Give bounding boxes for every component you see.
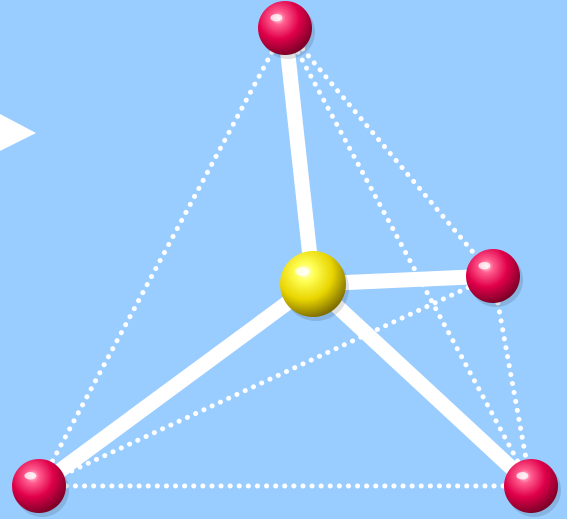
atoms	[12, 1, 561, 517]
bond-center-bottom-left	[34, 277, 318, 493]
central-atom	[280, 251, 349, 321]
triangle-pointer-icon	[0, 114, 36, 151]
tetrahedron-edges	[36, 25, 534, 489]
bond-center-top	[277, 27, 321, 285]
tetrahedron-edge-top-bottom-left	[36, 25, 288, 489]
tetrahedron-edge-top-right	[282, 25, 496, 279]
bond-center-bottom-right	[307, 278, 537, 492]
tetrahedron-edge-right-bottom-right	[490, 273, 534, 489]
tetrahedron-edge-right-bottom-left	[36, 273, 496, 489]
bonds	[34, 27, 537, 493]
outer-atom-top	[258, 1, 315, 59]
outer-atom-right	[466, 249, 523, 307]
outer-atom-bottom-left	[12, 459, 69, 517]
outer-atom-bottom-right	[504, 459, 561, 517]
